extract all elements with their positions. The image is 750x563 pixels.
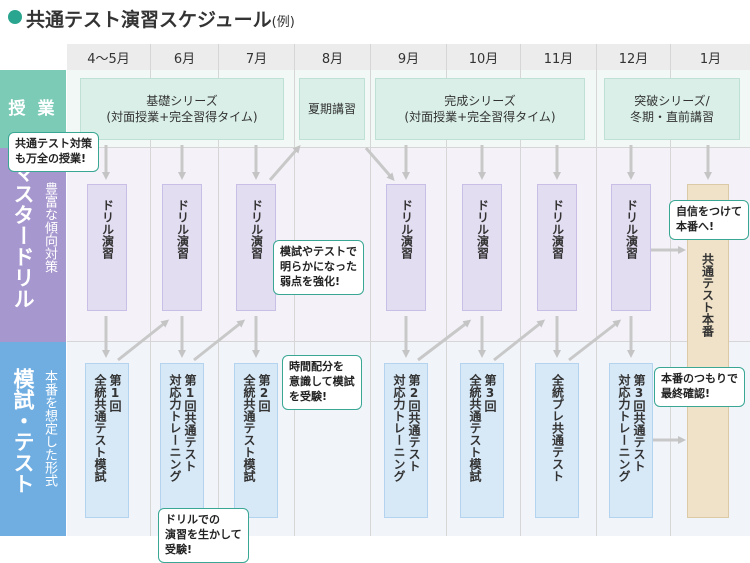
title-bullet-icon [8,10,22,24]
arrow-exam-drill-e [568,319,622,362]
column-divider [150,44,151,536]
column-divider [596,44,597,536]
arrow-exam-drill-d [493,319,546,362]
row-label-exam-text: 模試・テスト [11,368,35,494]
column-divider [370,44,371,536]
month-header-6: 10月 [447,44,520,70]
exam-box-2: 第1回共通テスト対応力トレーニング [160,363,204,518]
drill-box-5: ドリル演習 [386,184,426,311]
callout-bubble-time: 時間配分を意識して模試を受験! [282,355,362,410]
lesson-box-completion: 完成シリーズ(対面授業+完全習得タイム) [375,78,585,140]
exam-box-6: 全統プレ共通テスト [535,363,579,518]
drill-box-7: ドリル演習 [537,184,577,311]
month-header-2: 6月 [151,44,218,70]
exam-box-7: 第3回共通テスト対応力トレーニング [609,363,653,518]
column-divider [218,44,219,536]
arrow-drill-summer [268,144,301,181]
column-divider [520,44,521,536]
drill-box-6: ドリル演習 [462,184,502,311]
callout-bubble-weakness: 模試やテストで明らかになった弱点を強化! [273,240,364,295]
arrow-exam-drill-c [417,319,472,362]
month-header-4: 8月 [295,44,370,70]
column-divider [670,44,671,536]
title-note: (例) [271,15,295,30]
lesson-box-breakthrough: 突破シリーズ/冬期・直前講習 [604,78,740,140]
month-header-8: 12月 [597,44,670,70]
month-header-7: 11月 [521,44,596,70]
row-divider [67,147,750,148]
month-header-9: 1月 [671,44,750,70]
exam-box-1: 第1回全統共通テスト模試 [85,363,129,518]
callout-bubble-final-check: 本番のつもりで最終確認! [654,367,745,407]
arrow-exam-drill-b [193,319,246,362]
drill-box-3: ドリル演習 [236,184,276,311]
lesson-box-summer: 夏期講習 [299,78,365,140]
exam-box-5: 第3回全統共通テスト模試 [460,363,504,518]
exam-box-3: 第2回全統共通テスト模試 [234,363,278,518]
callout-bubble-drill-use: ドリルでの演習を生かして受験! [158,508,249,563]
row-label-master-text: マスタードリル [11,162,35,309]
callout-bubble-confidence: 自信をつけて本番へ! [669,200,749,240]
row-label-master: マスタードリル 豊富な傾向対策 [0,148,66,342]
row-divider [67,341,750,342]
page-title: 共通テスト演習スケジュール(例) [26,9,295,31]
month-header-5: 9月 [371,44,446,70]
arrow-summer-drill [364,147,395,182]
drill-box-1: ドリル演習 [87,184,127,311]
row-label-lesson-text: 授 業 [8,99,58,119]
lesson-box-basic: 基礎シリーズ(対面授業+完全習得タイム) [80,78,284,140]
drill-box-2: ドリル演習 [162,184,202,311]
arrow-exam-drill-a [117,319,170,362]
month-header-1: 4〜5月 [67,44,150,70]
drill-box-8: ドリル演習 [611,184,651,311]
row-label-exam: 模試・テスト 本番を想定した形式 [0,342,66,536]
month-header-3: 7月 [219,44,294,70]
column-divider [446,44,447,536]
exam-box-4: 第2回共通テスト対応力トレーニング [384,363,428,518]
row-label-exam-sub: 本番を想定した形式 [42,370,57,487]
callout-bubble-lesson: 共通テスト対策も万全の授業! [8,132,99,172]
row-label-master-sub: 豊富な傾向対策 [42,182,57,273]
